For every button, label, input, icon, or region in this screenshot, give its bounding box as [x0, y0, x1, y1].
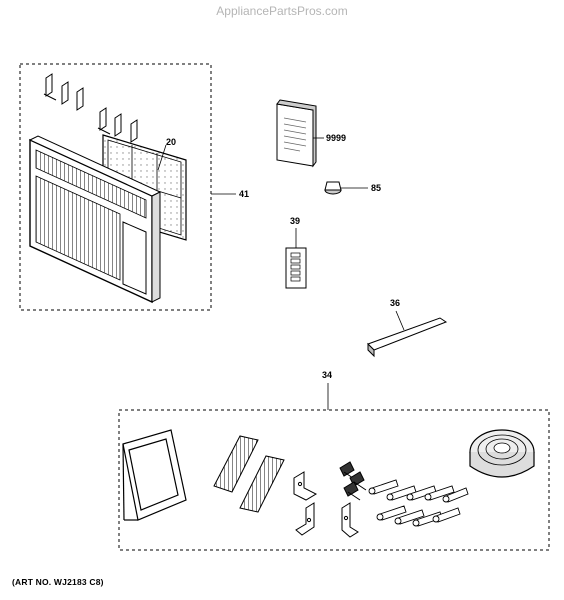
callout-36: 36 [390, 298, 400, 308]
site-watermark: AppliancePartsPros.com [216, 4, 348, 18]
art-number: (ART NO. WJ2183 C8) [12, 577, 104, 587]
callout-20-leader [157, 144, 167, 171]
side-curtain-rail [367, 317, 448, 358]
front-grille-group-box [19, 63, 212, 311]
callout-41: 41 [239, 189, 249, 199]
window-frame [122, 429, 187, 521]
owners-manual [276, 99, 317, 168]
l-brackets [293, 471, 359, 538]
callout-9999: 9999 [326, 133, 346, 143]
callout-36-leader [395, 310, 405, 331]
callout-39: 39 [290, 216, 300, 226]
control-knob [324, 181, 342, 195]
callout-20: 20 [166, 137, 176, 147]
control-panel [285, 247, 307, 289]
machine-screws [339, 461, 367, 501]
wood-screws [368, 479, 469, 527]
front-grille [28, 135, 162, 304]
callout-85: 85 [371, 183, 381, 193]
foam-seal-roll [469, 429, 535, 478]
callout-34: 34 [322, 370, 332, 380]
installation-kit-group-box [118, 409, 550, 551]
accordion-side-curtains [213, 435, 285, 513]
mounting-clips [43, 73, 138, 143]
